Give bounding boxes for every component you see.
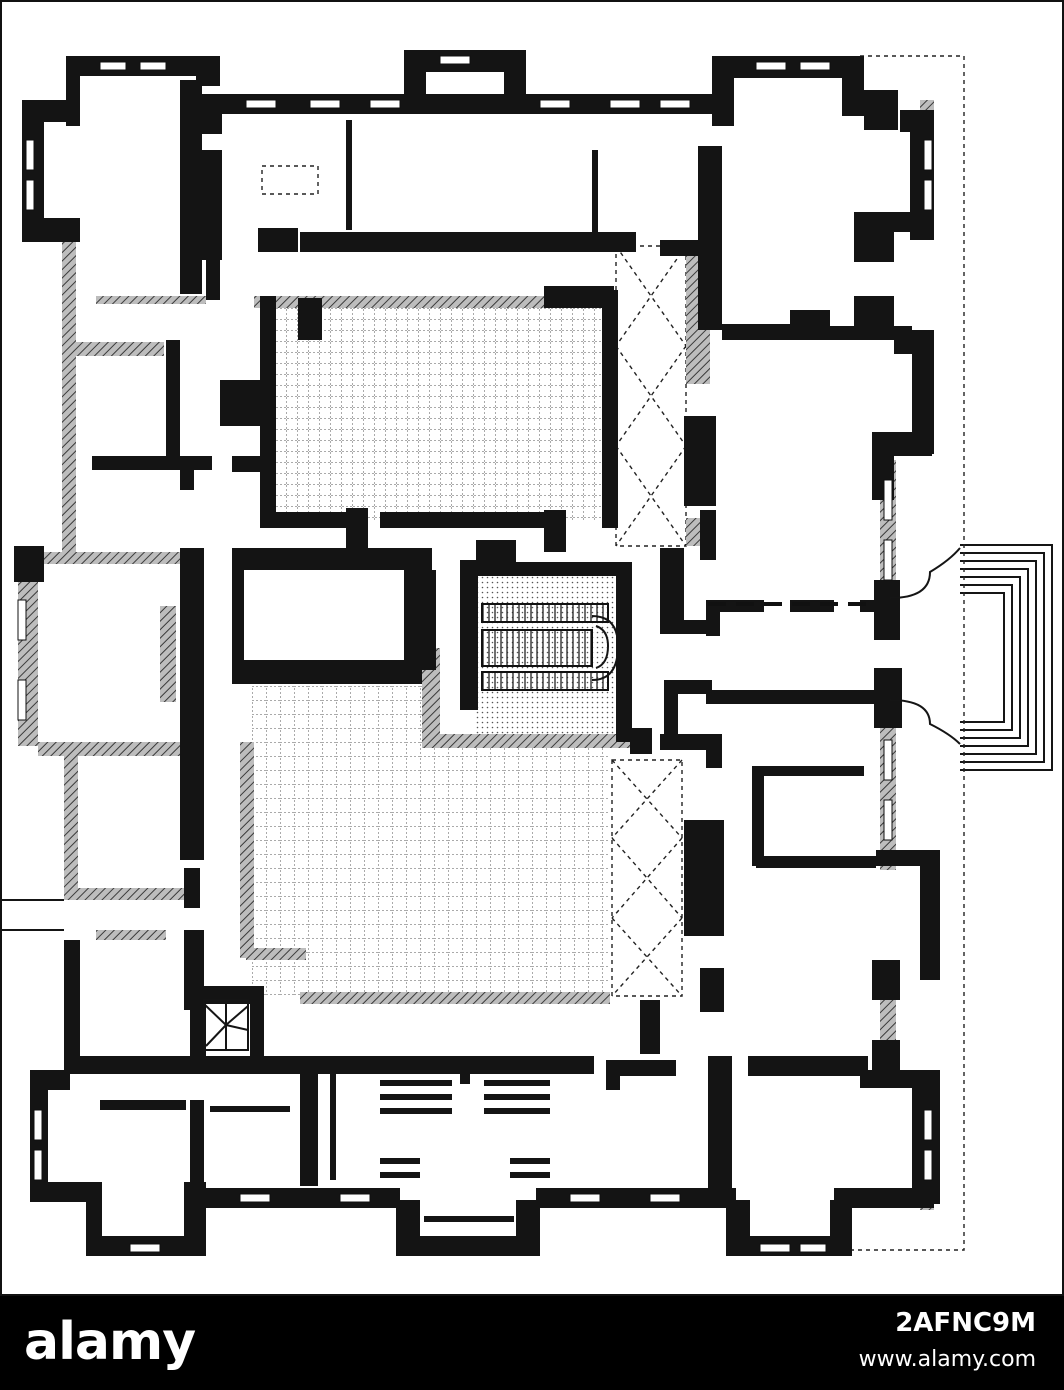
lower-court-floor bbox=[252, 744, 608, 996]
lower-court-floor-upper bbox=[252, 684, 422, 744]
chapel-pews bbox=[380, 1070, 550, 1222]
entrance-steps bbox=[960, 544, 1053, 771]
upper-court-floor bbox=[276, 308, 602, 520]
windows bbox=[17, 55, 933, 1253]
site-url[interactable]: www.alamy.com bbox=[858, 1347, 1036, 1372]
floor-plan bbox=[0, 0, 1064, 1296]
plan-border bbox=[0, 0, 1064, 1296]
grand-staircase bbox=[476, 576, 620, 736]
entrance-curve-lower bbox=[889, 699, 961, 745]
terrace-outline bbox=[850, 55, 965, 1251]
solid-walls bbox=[14, 50, 940, 1256]
lower-loggia bbox=[611, 759, 683, 997]
floor-plan-drawing bbox=[0, 0, 1064, 1296]
image-id: 2AFNC9M bbox=[895, 1308, 1036, 1338]
spiral-stair bbox=[203, 999, 249, 1051]
footer-bar: alamy 2AFNC9M www.alamy.com bbox=[0, 1296, 1064, 1390]
entrance-curve-upper bbox=[889, 547, 961, 599]
table-outline bbox=[261, 165, 319, 195]
alamy-logo: alamy bbox=[24, 1312, 196, 1372]
upper-loggia bbox=[615, 245, 687, 547]
